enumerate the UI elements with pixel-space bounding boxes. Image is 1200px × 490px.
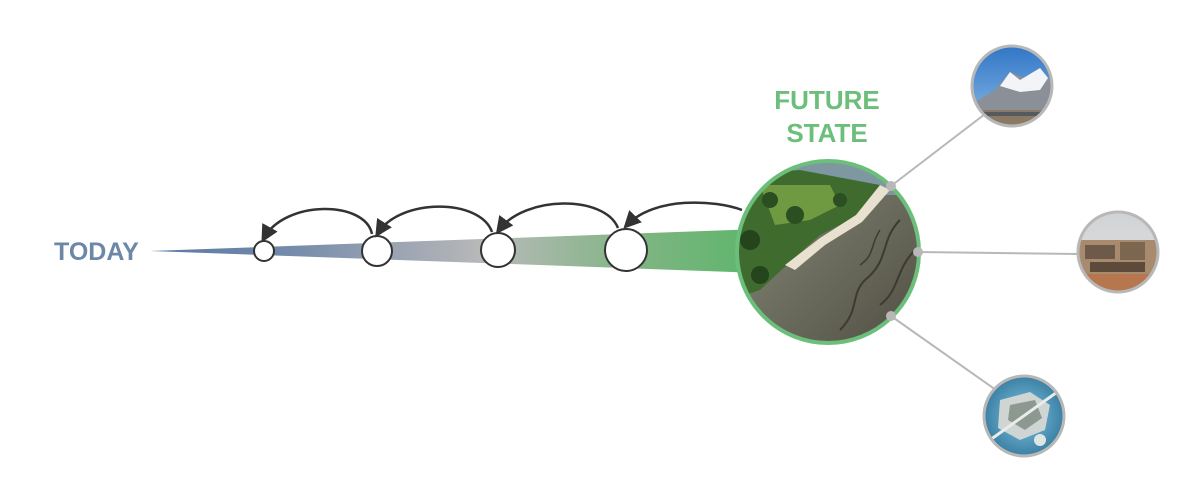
satellite-image-industrial <box>1078 212 1158 292</box>
back-arrow-4 <box>623 201 743 229</box>
step-circle-1 <box>253 240 275 262</box>
today-label: TODAY <box>54 238 139 266</box>
timeline-wedge <box>150 229 760 273</box>
connector-line-bottom <box>890 315 997 391</box>
future-state-label-line1: FUTURE <box>774 85 879 115</box>
connector-line-middle <box>917 251 1079 255</box>
satellite-image-industrial-border <box>1076 210 1160 294</box>
satellite-image-mountain <box>972 46 1052 126</box>
future-state-label-line2: STATE <box>786 118 867 148</box>
satellite-image-island <box>984 376 1064 456</box>
connector-dot-middle <box>913 247 923 257</box>
connector-dot-top <box>886 181 896 191</box>
step-circle-3 <box>480 232 516 268</box>
satellite-image-island-border <box>982 374 1066 458</box>
satellite-image-mountain-border <box>970 44 1054 128</box>
step-circle-4 <box>604 228 648 272</box>
connector-line-top <box>890 113 986 187</box>
step-circle-2 <box>361 235 393 267</box>
connector-dot-bottom <box>886 311 896 321</box>
back-arrow-1 <box>261 207 374 243</box>
back-arrow-2 <box>375 205 494 238</box>
back-arrow-3 <box>495 202 620 235</box>
future-state-image <box>737 161 919 343</box>
